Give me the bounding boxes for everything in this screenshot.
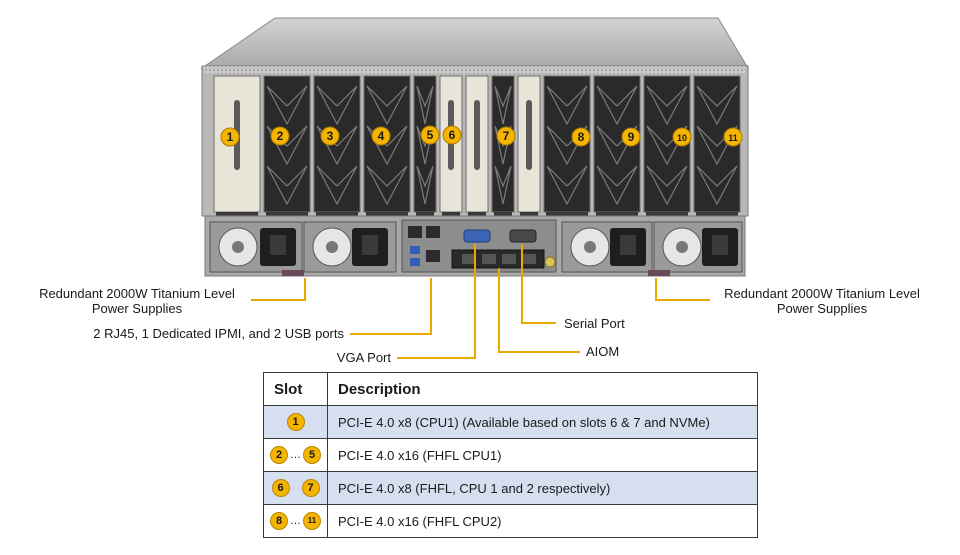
slot-badge-label: 2	[277, 129, 284, 143]
vga-port	[463, 229, 491, 243]
ipmi-rj45-port	[408, 226, 422, 238]
slot-badge: 8	[270, 512, 288, 530]
range-separator: …	[290, 449, 301, 461]
slot-badge	[371, 126, 391, 146]
slot-badge-label: 4	[378, 129, 385, 143]
psu-left-b	[303, 221, 397, 273]
slot-badge: 2	[270, 446, 288, 464]
slot-badge-label: 1	[227, 130, 234, 144]
slot-badge: 5	[303, 446, 321, 464]
description-cell: PCI-E 4.0 x16 (FHFL CPU1)	[327, 438, 758, 472]
server-rear-diagram: 1 2 3 4 5 6 7 8 9 10 11 Redundant 2000W Titanium L…	[39, 17, 920, 365]
slot-badge-label: 5	[427, 128, 434, 142]
slot-badge-label: 8	[578, 130, 585, 144]
io-ports-label: 2 RJ45, 1 Dedicated IPMI, and 2 USB port…	[93, 326, 344, 341]
slot-badge	[571, 127, 591, 147]
description-cell: PCI-E 4.0 x8 (CPU1) (Available based on …	[327, 405, 758, 439]
serial-port	[509, 229, 537, 243]
table-header-row: Slot Description	[263, 372, 758, 406]
chassis-top	[200, 17, 749, 69]
psu-right-label-line2: Power Supplies	[777, 301, 868, 316]
psu-right-label-line1: Redundant 2000W Titanium Level	[724, 286, 920, 301]
slot-badge: 11	[303, 512, 321, 530]
range-separator: …	[290, 515, 301, 527]
slot-badge-label: 7	[503, 129, 510, 143]
psu-right-b	[653, 221, 743, 273]
slot-description-table: Slot Description 1 PCI-E 4.0 x8 (CPU1) (…	[263, 372, 758, 538]
pcie-bracket	[263, 75, 311, 213]
slot-badge	[672, 127, 692, 147]
pcie-bracket	[313, 75, 361, 213]
psu-left-label-line1: Redundant 2000W Titanium Level	[39, 286, 235, 301]
rj45-port-1	[426, 226, 440, 238]
usb-port-2	[410, 258, 420, 266]
psu-right-a	[561, 221, 653, 273]
slot-badge-label: 9	[628, 130, 635, 144]
slot-cell: 8…11	[263, 504, 328, 538]
slot-number-badges: 1 2 3 4 5 6 7 8 9 10 11	[220, 125, 743, 147]
slot-cell: 1	[263, 405, 328, 439]
slot-badge-label: 10	[677, 133, 687, 143]
slot-badge: 7	[301, 479, 320, 497]
description-column-header: Description	[327, 372, 758, 406]
table-row: 2…5 PCI-E 4.0 x16 (FHFL CPU1)	[263, 438, 758, 472]
slot-badge: 1	[286, 413, 305, 431]
description-cell: PCI-E 4.0 x8 (FHFL, CPU 1 and 2 respecti…	[327, 471, 758, 505]
slot-badge	[320, 126, 340, 146]
slot-badge-label: 11	[728, 133, 738, 143]
slot-cell: 2…5	[263, 438, 328, 472]
pcie-slot-brackets	[213, 75, 741, 216]
slot-badge	[220, 127, 240, 147]
slot-badge: 6	[271, 479, 290, 497]
slot-badge-label: 3	[327, 129, 334, 143]
callout-lines	[251, 244, 710, 359]
slot-badge	[621, 127, 641, 147]
rj45-port-2	[426, 250, 440, 262]
psu-left-a	[209, 221, 303, 273]
usb-port-1	[410, 246, 420, 254]
slot-badge-label: 6	[449, 128, 456, 142]
vga-port-label: VGA Port	[337, 350, 392, 365]
serial-port-label: Serial Port	[564, 316, 625, 331]
aiom-label: AIOM	[586, 344, 619, 359]
psu-left-label-line2: Power Supplies	[92, 301, 183, 316]
slot-badge	[723, 127, 743, 147]
slot-badge	[420, 125, 440, 145]
description-cell: PCI-E 4.0 x16 (FHFL CPU2)	[327, 504, 758, 538]
pcie-bracket	[363, 75, 411, 213]
slot-badge	[496, 126, 516, 146]
slot-badge	[442, 125, 462, 145]
slot-badge	[270, 126, 290, 146]
table-row: 1 PCI-E 4.0 x8 (CPU1) (Available based o…	[263, 405, 758, 439]
table-row: 8…11 PCI-E 4.0 x16 (FHFL CPU2)	[263, 504, 758, 538]
slot-column-header: Slot	[263, 372, 328, 406]
